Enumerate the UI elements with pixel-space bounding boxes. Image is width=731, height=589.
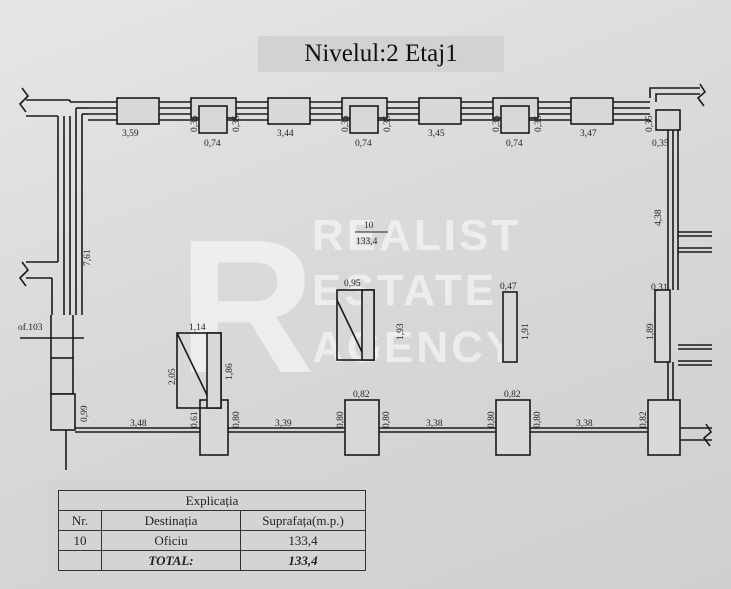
right-wall	[654, 231, 712, 400]
room-number: 10	[364, 221, 374, 231]
dim-top-span4: 3,47	[580, 129, 597, 139]
dim-bottom-pier2-b: 0,80	[382, 411, 392, 428]
dim-left-low: 0,99	[80, 405, 90, 422]
dim-top-span2: 3,44	[277, 129, 294, 139]
dim-right-top: 4,38	[654, 209, 664, 226]
legend-row-nr: 10	[58, 530, 102, 551]
dim-col2-w: 0,95	[344, 279, 361, 289]
dim-top-span3: 3,45	[428, 129, 445, 139]
watermark: R REALIST ESTATE AGENCY	[178, 201, 521, 413]
dim-pier3-right: 0,35	[534, 115, 544, 132]
dim-pier2-w: 0,74	[355, 139, 372, 149]
dim-bottom-pier1-b: 0,80	[232, 411, 242, 428]
dim-bottom-pier2-top: 0,82	[353, 390, 370, 400]
dim-pier3-left: 0,35	[492, 115, 502, 132]
dim-pier1-w: 0,74	[204, 139, 221, 149]
dim-bottom-span4: 3,38	[576, 419, 593, 429]
dim-left-height: 7,61	[83, 249, 93, 266]
dim-bottom-pier3-b: 0,80	[533, 411, 543, 428]
dim-pier2-right: 0,35	[383, 115, 393, 132]
dim-col3-w: 0,47	[500, 282, 517, 292]
legend-total-area: 133,4	[240, 550, 366, 571]
legend-row: 10 Oficiu 133,4	[58, 530, 366, 551]
dim-bottom-span1: 3,48	[130, 419, 147, 429]
dim-corner-pier-w: 0,35	[652, 139, 669, 149]
dim-col1-h: 2,05	[168, 368, 178, 385]
legend-table-panel: Explicația Nr. Destinația Suprafața(m.p.…	[48, 480, 374, 584]
interior-columns	[176, 289, 518, 409]
dim-right-pier: 0,31	[651, 283, 668, 293]
dim-bottom-pier1-a: 0,61	[190, 411, 200, 428]
dim-bottom-pier2-a: 0,80	[336, 411, 346, 428]
legend-heading: Explicația	[58, 490, 366, 511]
watermark-line3: AGENCY	[312, 323, 518, 372]
dim-right-low: 1,89	[646, 323, 656, 340]
dim-bottom-span3: 3,38	[426, 419, 443, 429]
dim-col1-w: 1,14	[189, 323, 206, 333]
watermark-line1: REALIST	[312, 211, 521, 260]
bottom-wall	[75, 399, 713, 456]
top-wall	[88, 97, 650, 134]
legend-total-empty	[58, 550, 102, 571]
watermark-logo: R	[178, 201, 318, 413]
plan-title: Nivelul:2 Etaj1	[258, 36, 504, 72]
room-label: 10 133,4	[355, 221, 388, 247]
dim-pier1-left: 0,35	[190, 115, 200, 132]
dim-pier2-left: 0,35	[341, 115, 351, 132]
legend-col-nr: Nr.	[58, 510, 102, 531]
room-area: 133,4	[356, 237, 378, 247]
dim-left-label: of.103	[18, 322, 43, 333]
legend-total-row: TOTAL: 133,4	[58, 550, 366, 571]
legend-total-label: TOTAL:	[101, 550, 241, 571]
legend-header-row: Nr. Destinația Suprafața(m.p.)	[58, 510, 366, 531]
dim-corner-pier: 0,35	[645, 115, 655, 132]
legend-row-area: 133,4	[240, 530, 366, 551]
top-right-corner	[649, 83, 707, 290]
dimension-labels: 3,59 3,44 3,45 3,47 0,74 0,74 0,74 0,35 …	[18, 115, 669, 429]
left-wall	[18, 87, 88, 470]
legend-row-dest: Oficiu	[101, 530, 241, 551]
dim-bottom-pier3-top: 0,82	[504, 390, 521, 400]
dim-bottom-pier4: 0,82	[639, 411, 649, 428]
dim-bottom-span2: 3,39	[275, 419, 292, 429]
legend-col-area: Suprafața(m.p.)	[240, 510, 366, 531]
legend-heading-row: Explicația	[58, 490, 366, 511]
legend-col-dest: Destinația	[101, 510, 241, 531]
dim-bottom-pier3-a: 0,80	[487, 411, 497, 428]
legend-table: Explicația Nr. Destinația Suprafața(m.p.…	[58, 490, 366, 571]
dim-col1-h2: 1,86	[225, 363, 235, 380]
dim-top-span1: 3,59	[122, 129, 139, 139]
dim-pier3-w: 0,74	[506, 139, 523, 149]
dim-col2-h: 1,93	[396, 323, 406, 340]
dim-col3-h: 1,91	[521, 323, 531, 340]
dim-pier1-right: 0,35	[232, 115, 242, 132]
